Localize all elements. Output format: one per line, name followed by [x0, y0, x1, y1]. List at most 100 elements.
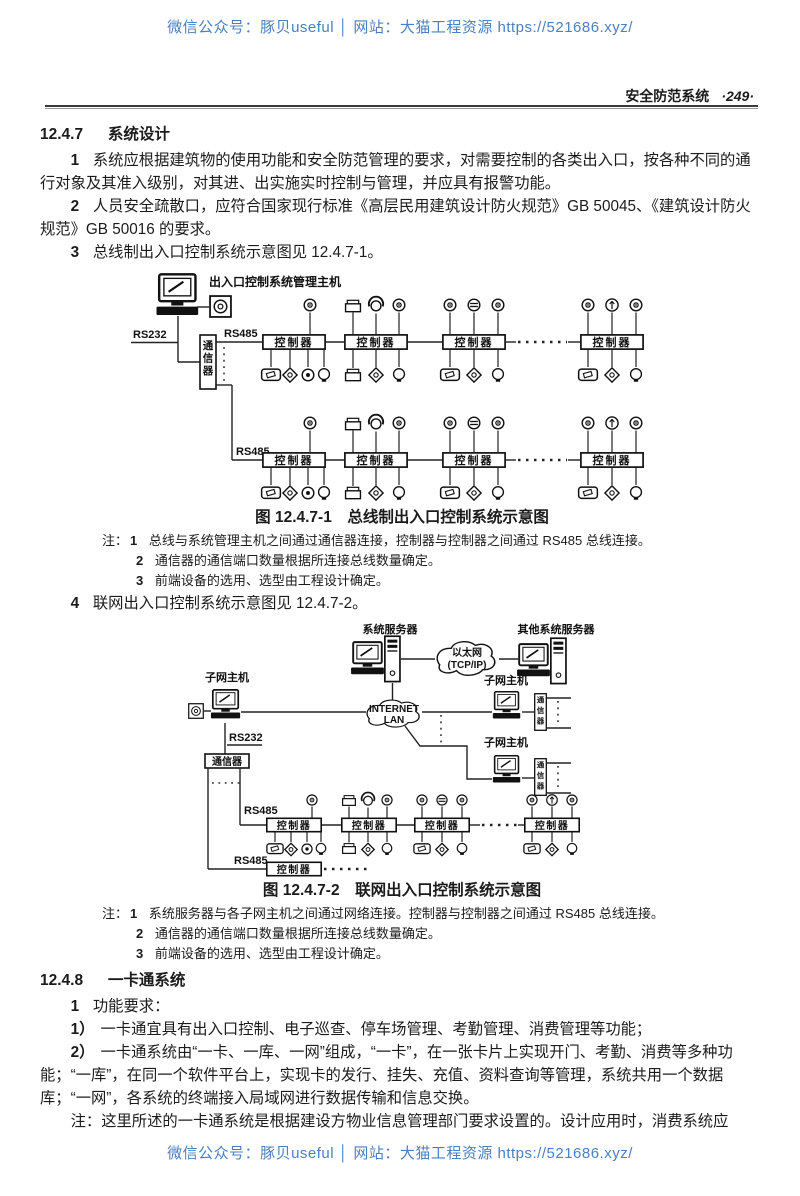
- item-text: 联网出入口控制系统示意图见 12.4.7-2。: [92, 595, 368, 612]
- card-reader-icon: [260, 368, 282, 382]
- rs485-label-row2: RS485: [236, 446, 270, 458]
- network-lines: [204, 658, 571, 794]
- item-number: 4: [70, 595, 80, 612]
- lock-diamond-icon: [284, 842, 298, 857]
- lock-diamond-icon: [466, 367, 482, 383]
- management-host-pc-icon: [155, 273, 200, 316]
- subnet-host-pc-icon: [492, 754, 522, 784]
- row1-device-stems: [270, 312, 637, 368]
- lock-diamond-icon: [368, 367, 384, 383]
- controller-box: [266, 861, 322, 877]
- header-rule: [45, 105, 758, 109]
- page-number: ·249·: [721, 88, 754, 104]
- controller-box: [262, 334, 326, 350]
- device-stems: [274, 806, 573, 843]
- controller-box: [414, 817, 470, 833]
- section-number: 12.4.8: [40, 972, 84, 989]
- gauge-device-icon: [546, 794, 558, 806]
- striped-sensor-icon: [467, 416, 481, 430]
- system-server-label: 系统服务器: [363, 622, 419, 636]
- card-reader-icon: [577, 368, 599, 382]
- section-number: 12.4.7: [40, 126, 84, 143]
- dome-device-icon: [367, 295, 385, 312]
- gauge-device-icon: [605, 298, 619, 312]
- note-number: 3: [136, 573, 144, 588]
- card-device-icon: [344, 368, 362, 382]
- target-button-icon: [301, 486, 315, 500]
- running-head-title: 安全防范系统: [625, 88, 710, 104]
- door-sensor-icon: [306, 794, 318, 806]
- door-sensor-icon: [381, 794, 393, 806]
- paragraph-function-req: 1 功能要求：: [40, 995, 764, 1018]
- internet-cloud: [366, 699, 420, 728]
- target-button-icon: [301, 843, 313, 855]
- communicator-box-vertical: [534, 758, 547, 796]
- subnet-host-label: 子网主机: [484, 673, 528, 687]
- lock-diamond-icon: [466, 485, 482, 501]
- section-note: 注：这里所述的一卡通系统是根据建设方物业信息管理部门要求设置的。设计应用时，消费…: [40, 1110, 764, 1133]
- door-sensor-icon: [581, 298, 595, 312]
- ethernet-label-line2: (TCP/IP): [448, 660, 487, 671]
- lock-diamond-icon: [604, 485, 620, 501]
- controller-box: [524, 817, 580, 833]
- door-sensor-icon: [392, 416, 406, 430]
- watermark-footer: 微信公众号：豚贝useful │ 网站：大猫工程资源 https://52168…: [167, 1145, 633, 1162]
- door-sensor-icon: [566, 794, 578, 806]
- item-number: 1: [70, 152, 80, 169]
- bus-lines: [207, 768, 524, 870]
- controller-box: [344, 452, 408, 468]
- host-connector-lines: [131, 306, 209, 363]
- note-text: 总线与系统管理主机之间通过通信器连接，控制器与控制器之间通过 RS485 总线连…: [148, 533, 651, 548]
- card-device-icon: [341, 842, 357, 855]
- subnet-host-pc-icon: [210, 688, 242, 720]
- dome-device-icon: [360, 791, 376, 806]
- ethernet-cloud: [436, 641, 496, 676]
- item-text: 功能要求：: [92, 998, 170, 1015]
- item-text: 总线制出入口控制系统示意图见 12.4.7-1。: [92, 244, 383, 261]
- communicator-box-vertical: [534, 693, 547, 731]
- controller-box: [262, 452, 326, 468]
- communicator-box: [199, 334, 217, 390]
- door-sensor-icon: [303, 298, 317, 312]
- door-sensor-icon: [303, 416, 317, 430]
- card-reader-icon: [439, 486, 461, 500]
- lock-diamond-icon: [282, 485, 298, 501]
- communicator-box: [204, 753, 250, 769]
- note-number: 1: [129, 906, 138, 921]
- controller-box: [266, 817, 322, 833]
- lock-diamond-icon: [361, 842, 375, 857]
- subnet-host-pc-icon: [492, 690, 522, 720]
- figure2-caption: 图 12.4.7-2 联网出入口控制系统示意图: [262, 882, 542, 899]
- door-sensor-icon: [443, 416, 457, 430]
- rs232-label: RS232: [229, 732, 263, 744]
- rs485-label-row1: RS485: [224, 328, 258, 340]
- door-sensor-icon: [526, 794, 538, 806]
- exit-button-icon: [392, 485, 406, 501]
- note-text: 前端设备的选用、选型由工程设计确定。: [154, 573, 389, 588]
- note-number: 2: [136, 926, 144, 941]
- note-prefix: 注：: [102, 533, 129, 548]
- note-text: 系统服务器与各子网主机之间通过网络连接。控制器与控制器之间通过 RS485 总线…: [148, 906, 664, 921]
- note-number: 1: [129, 533, 138, 548]
- exit-button-icon: [381, 842, 393, 856]
- section-title: 系统设计: [107, 126, 170, 143]
- item-text: 人员安全疏散口，应符合国家现行标准《高层民用建筑设计防火规范》GB 50045、…: [40, 198, 751, 238]
- subitem-2: 2）一卡通系统由“一卡、一库、一网”组成，“一卡”，在一张卡片上实现开门、考勤、…: [40, 1041, 764, 1110]
- section-heading-1247: 12.4.7 系统设计: [40, 122, 764, 144]
- door-sensor-icon: [456, 794, 468, 806]
- lock-diamond-icon: [604, 367, 620, 383]
- item-number: 1: [70, 998, 80, 1015]
- door-sensor-icon: [392, 298, 406, 312]
- lock-diamond-icon: [368, 485, 384, 501]
- other-server-pc-icon: [516, 643, 551, 677]
- other-server-label: 其他系统服务器: [518, 622, 596, 636]
- figure1-notes: 注：1 总线与系统管理主机之间通过通信器连接，控制器与控制器之间通过 RS485 …: [40, 531, 764, 591]
- system-server-pc-icon: [350, 641, 385, 675]
- card-reader-icon: [523, 843, 541, 855]
